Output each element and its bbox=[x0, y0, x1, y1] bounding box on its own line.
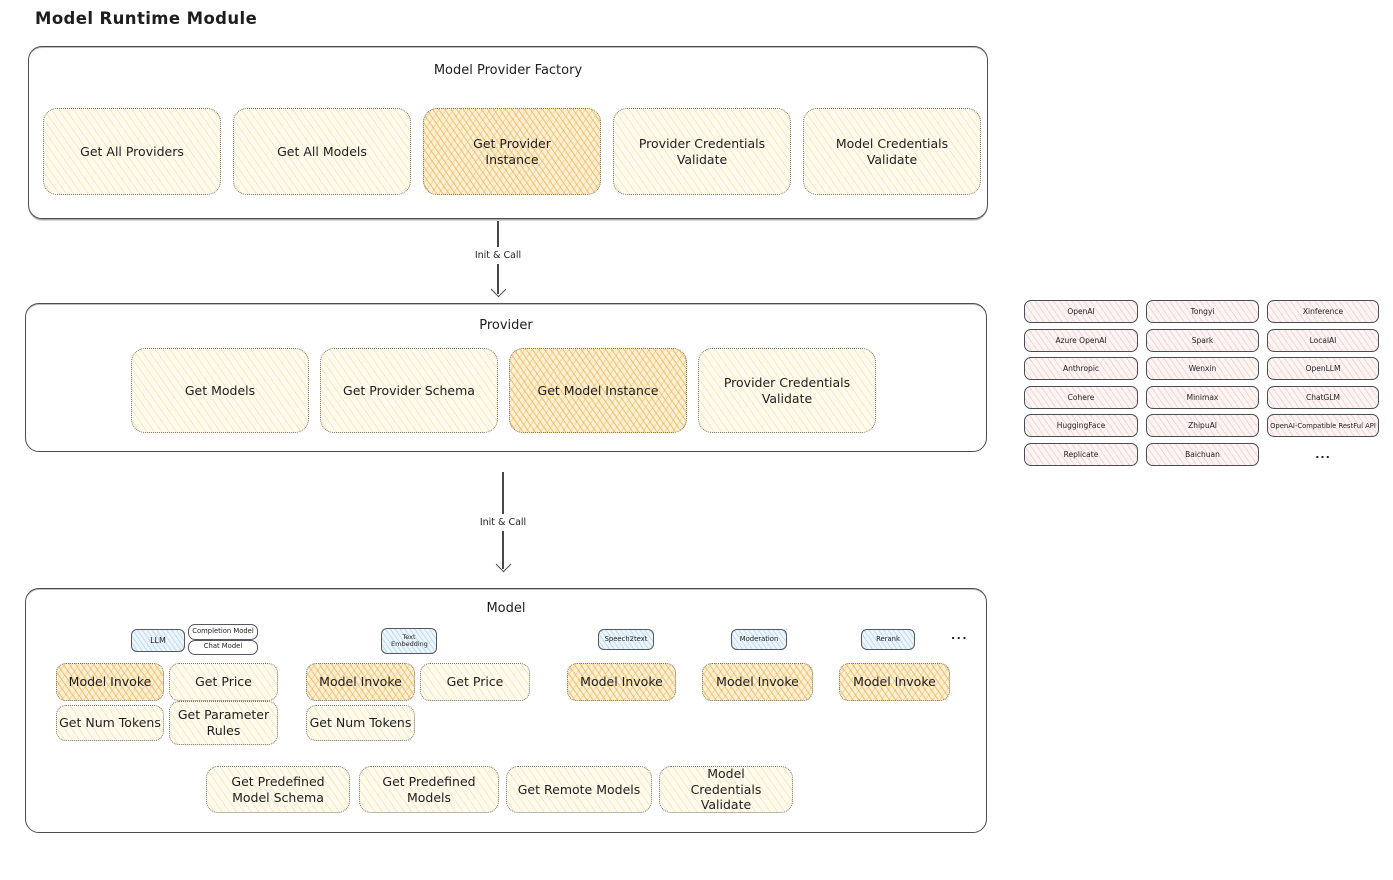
node-label: Model Invoke bbox=[716, 674, 799, 690]
node-label: Get Price bbox=[446, 674, 504, 690]
node-label: Get Price bbox=[195, 674, 252, 690]
provider-label: Provider bbox=[479, 318, 533, 333]
factory-container: Model Provider Factory Get All Providers… bbox=[28, 46, 988, 219]
node-label: Get Models bbox=[184, 382, 256, 398]
arrow-line bbox=[502, 472, 504, 514]
node-get-predefined-models: Get Predefined Models bbox=[359, 766, 499, 813]
arrow-label: Init & Call bbox=[477, 517, 529, 528]
node-label: Model Credentials Validate bbox=[690, 766, 762, 813]
tag-moderation: Moderation bbox=[731, 629, 787, 650]
node-label: Provider Credentials Validate bbox=[723, 374, 851, 406]
model-label: Model bbox=[486, 601, 526, 616]
provider-cohere: Cohere bbox=[1024, 385, 1138, 409]
arrow-head-icon bbox=[490, 281, 506, 298]
provider-chip-row: Get Models Get Provider Schema Get Model… bbox=[131, 348, 876, 433]
node-rerank-model-invoke: Model Invoke bbox=[839, 663, 950, 701]
node-label: Get Predefined Model Schema bbox=[231, 773, 325, 805]
provider-wenxin: Wenxin bbox=[1146, 357, 1259, 380]
provider-azure-openai: Azure OpenAI bbox=[1024, 328, 1138, 352]
provider-chatglm: ChatGLM bbox=[1267, 385, 1379, 409]
node-label: Get Model Instance bbox=[537, 382, 659, 398]
provider-minimax: Minimax bbox=[1146, 385, 1259, 409]
provider-container: Provider Get Models Get Provider Schema … bbox=[25, 303, 1000, 468]
tag-llm: LLM bbox=[131, 629, 185, 652]
tag-rerank: Rerank bbox=[861, 629, 915, 650]
arrow-line bbox=[497, 221, 499, 247]
arrow-factory-to-provider: Init & Call bbox=[448, 221, 548, 298]
node-provider-credentials-validate: Provider Credentials Validate bbox=[613, 108, 791, 195]
provider-tongyi: Tongyi bbox=[1146, 300, 1259, 323]
node-get-provider-schema: Get Provider Schema bbox=[320, 348, 498, 433]
provider-zhipuai: ZhipuAI bbox=[1146, 414, 1259, 437]
provider-implementations-grid: OpenAI Tongyi Xinference Azure OpenAI Sp… bbox=[1024, 300, 1379, 466]
node-get-predefined-model-schema: Get Predefined Model Schema bbox=[206, 766, 350, 813]
node-label: Get Provider Schema bbox=[343, 382, 475, 398]
node-get-all-models: Get All Models bbox=[233, 108, 411, 195]
arrow-label: Init & Call bbox=[472, 250, 524, 261]
node-label: Get Num Tokens bbox=[309, 715, 412, 731]
node-label: Model Invoke bbox=[580, 674, 663, 690]
tag-completion-model: Completion Model bbox=[188, 624, 258, 640]
provider-anthropic: Anthropic bbox=[1024, 357, 1138, 380]
provider-spark: Spark bbox=[1146, 328, 1259, 352]
node-label: Model Credentials Validate bbox=[835, 135, 949, 167]
node-get-models: Get Models bbox=[131, 348, 309, 433]
node-label: Get Predefined Models bbox=[382, 773, 476, 805]
provider-huggingface: HuggingFace bbox=[1024, 414, 1138, 437]
node-label: Get Num Tokens bbox=[59, 715, 161, 731]
tag-text-embedding: Text Embedding bbox=[381, 628, 437, 654]
tags-more-ellipsis: ... bbox=[951, 629, 969, 642]
node-label: Get All Models bbox=[277, 143, 367, 159]
node-model-credentials-validate-2: Model Credentials Validate bbox=[659, 766, 793, 813]
node-get-model-instance: Get Model Instance bbox=[509, 348, 687, 433]
tag-speech2text: Speech2text bbox=[598, 629, 654, 650]
provider-replicate: Replicate bbox=[1024, 442, 1138, 466]
node-get-all-providers: Get All Providers bbox=[43, 108, 221, 195]
node-label: Get Parameter Rules bbox=[177, 707, 270, 738]
provider-baichuan: Baichuan bbox=[1146, 442, 1259, 466]
node-llm-model-invoke: Model Invoke bbox=[56, 663, 164, 701]
factory-label: Model Provider Factory bbox=[433, 63, 583, 78]
node-label: Model Invoke bbox=[853, 674, 936, 690]
provider-openllm: OpenLLM bbox=[1267, 357, 1379, 380]
provider-more-ellipsis: ... bbox=[1315, 447, 1331, 461]
node-label: Provider Credentials Validate bbox=[638, 135, 766, 167]
tag-chat-model: Chat Model bbox=[188, 639, 258, 655]
provider-openai-compatible: OpenAI-Compatible RestFul API bbox=[1267, 414, 1379, 437]
factory-chip-row: Get All Providers Get All Models Get Pro… bbox=[43, 108, 981, 195]
node-llm-get-num-tokens: Get Num Tokens bbox=[56, 705, 164, 741]
node-label: Get Remote Models bbox=[517, 781, 641, 797]
provider-localai: LocalAI bbox=[1267, 328, 1379, 352]
tag-label: Text Embedding bbox=[391, 632, 428, 648]
node-moderation-model-invoke: Model Invoke bbox=[702, 663, 813, 701]
node-label: Model Invoke bbox=[68, 674, 152, 690]
node-label: Get Provider Instance bbox=[473, 135, 551, 167]
node-get-remote-models: Get Remote Models bbox=[506, 766, 652, 813]
node-provider-credentials-validate-2: Provider Credentials Validate bbox=[698, 348, 876, 433]
node-model-credentials-validate: Model Credentials Validate bbox=[803, 108, 981, 195]
node-speech2text-model-invoke: Model Invoke bbox=[567, 663, 676, 701]
provider-openai: OpenAI bbox=[1024, 300, 1138, 323]
node-llm-get-price: Get Price bbox=[169, 663, 278, 701]
model-container: Model LLM Completion Model Chat Model Te… bbox=[25, 588, 1000, 849]
arrow-provider-to-model: Init & Call bbox=[453, 472, 553, 573]
arrow-line bbox=[497, 264, 499, 294]
node-llm-get-parameter-rules: Get Parameter Rules bbox=[169, 701, 278, 745]
node-embedding-model-invoke: Model Invoke bbox=[306, 663, 415, 701]
arrow-head-icon bbox=[495, 556, 511, 573]
node-embedding-get-num-tokens: Get Num Tokens bbox=[306, 705, 415, 741]
arrow-line bbox=[502, 531, 504, 569]
node-embedding-get-price: Get Price bbox=[420, 663, 530, 701]
diagram-title: Model Runtime Module bbox=[35, 9, 258, 28]
node-label: Get All Providers bbox=[80, 143, 184, 159]
provider-xinference: Xinference bbox=[1267, 300, 1379, 323]
node-get-provider-instance: Get Provider Instance bbox=[423, 108, 601, 195]
node-label: Model Invoke bbox=[319, 674, 402, 690]
